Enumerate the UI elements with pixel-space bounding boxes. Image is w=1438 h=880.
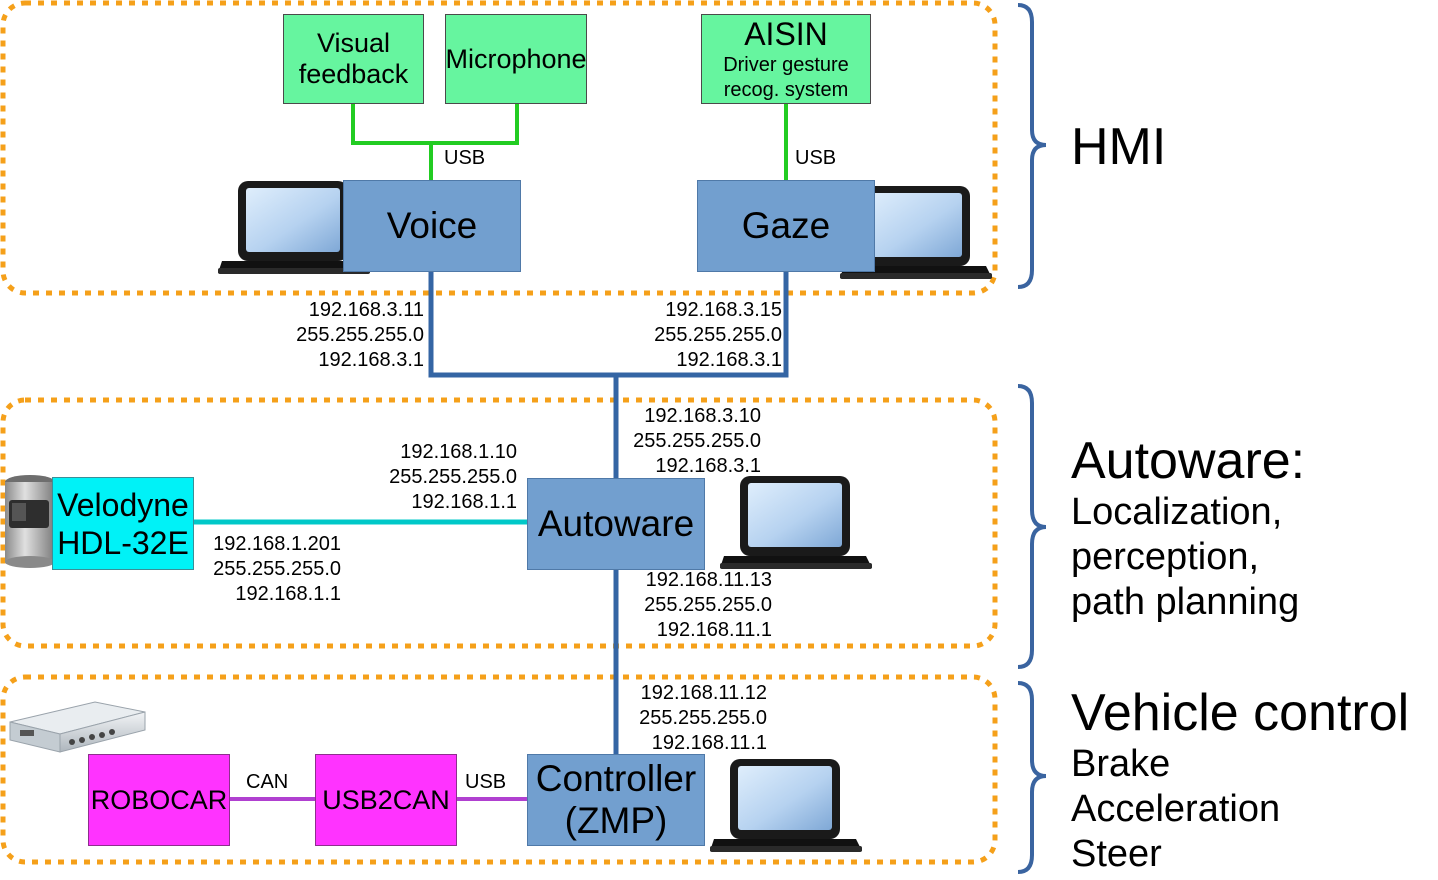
controller-label-line2: (ZMP) [564, 800, 668, 841]
controller-label-line1: Controller [535, 758, 697, 799]
voice-label: Voice [386, 205, 478, 246]
visual-feedback-label-line2: feedback [298, 59, 409, 89]
robocar-unit-icon [9, 701, 146, 753]
can-label: CAN [246, 771, 289, 793]
autoware-brace [1017, 384, 1047, 669]
vehicle-section-title: Vehicle control [1071, 684, 1410, 742]
autoware-label: Autoware [537, 503, 695, 544]
visual-feedback-box: Visual feedback [283, 14, 424, 104]
vehicle-section-line: Brake [1071, 743, 1171, 785]
velodyne-label-line2: HDL-32E [57, 524, 189, 561]
hmi-title: HMI [1071, 118, 1167, 176]
autoware-section-title: Autoware: [1071, 432, 1306, 490]
vehicle-section-label: Vehicle control Brake Acceleration Steer [1071, 684, 1409, 877]
autoware-section-line: perception, [1071, 536, 1260, 578]
hmi-brace [1017, 3, 1047, 289]
microphone-label: Microphone [445, 43, 587, 74]
vehicle-section-line: Acceleration [1071, 788, 1281, 830]
usb-hub-link [351, 104, 519, 145]
autoware-group-frame [0, 397, 998, 649]
visual-feedback-label-line1: Visual [316, 28, 391, 58]
vehicle-section-line: Steer [1071, 833, 1162, 875]
gaze-computer-box: Gaze [697, 180, 875, 272]
aisin-title: AISIN [744, 16, 828, 52]
voice-computer-box: Voice [343, 180, 521, 272]
vehicle-brace [1017, 681, 1047, 874]
lidar-sensor-icon [5, 475, 55, 568]
microphone-box: Microphone [445, 14, 587, 104]
hmi-section-label: HMI [1071, 118, 1166, 176]
usb-voice-label: USB [444, 147, 486, 169]
ethernet-hmi-link [428, 271, 789, 378]
robocar-box: ROBOCAR [88, 754, 230, 846]
hmi-group-frame [0, 0, 998, 296]
usb-gaze-label: USB [795, 147, 837, 169]
laptop-icon [720, 476, 872, 569]
aisin-line1: Driver gesture [723, 54, 849, 76]
vehicle-group-frame [0, 674, 998, 865]
autoware-section-label: Autoware: Localization, perception, path… [1071, 432, 1305, 625]
usb-controller-label: USB [465, 771, 507, 793]
autoware-section-line: path planning [1071, 581, 1300, 623]
velodyne-box: Velodyne HDL-32E [52, 477, 194, 570]
autoware-computer-box: Autoware [527, 478, 705, 570]
robocar-label: ROBOCAR [90, 784, 228, 815]
aisin-box: AISIN Driver gesture recog. system [701, 14, 871, 104]
autoware-section-line: Localization, [1071, 491, 1283, 533]
controller-computer-box: Controller (ZMP) [527, 754, 705, 846]
aisin-line2: recog. system [723, 79, 849, 101]
usb2can-box: USB2CAN [315, 754, 457, 846]
gaze-label: Gaze [741, 205, 831, 246]
laptop-icon [710, 759, 862, 852]
usb2can-label: USB2CAN [322, 784, 450, 815]
velodyne-label-line1: Velodyne [57, 486, 189, 523]
